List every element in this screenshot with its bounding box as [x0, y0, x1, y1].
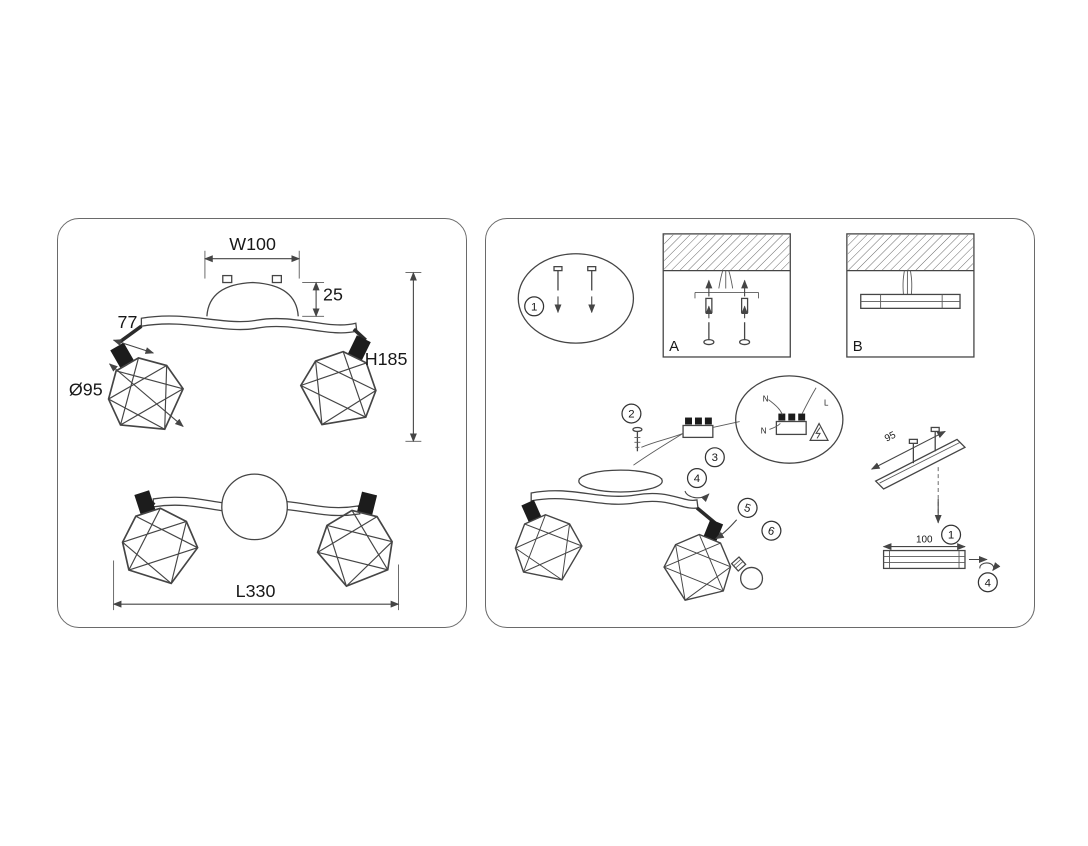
screw-icon	[930, 426, 940, 452]
fasteners-bubble: 1	[517, 253, 635, 344]
terminal-block	[682, 417, 714, 439]
step-2-number: 2	[628, 409, 634, 421]
fixture-bar-side	[140, 315, 358, 334]
mounting-detail: 95 1 100	[870, 426, 1001, 593]
rotate-arrow-icon	[684, 490, 710, 503]
dim-l330: L330	[112, 560, 400, 611]
dim-l330-label: L330	[236, 581, 276, 601]
mount-option-a-label: A	[669, 339, 679, 355]
wire-n	[768, 399, 783, 415]
screw-icon	[739, 305, 751, 346]
dim-w100-label: W100	[229, 234, 276, 254]
right-shade-cage-icon	[654, 509, 748, 613]
right-shade-cage-bottom-icon	[310, 483, 406, 596]
dimensions-panel: W100 25	[57, 218, 467, 628]
mount-option-b-box: B	[846, 233, 975, 358]
dim-95-label: 95	[883, 430, 898, 445]
screw-icon	[703, 305, 715, 346]
screw-icon	[632, 426, 643, 452]
bottom-view: L330	[106, 473, 406, 611]
dim-h185: H185	[365, 271, 422, 443]
dim-77-label: 77	[118, 312, 138, 332]
canopy-side	[206, 274, 299, 317]
wiring-n-bottom-label: N	[761, 426, 767, 435]
wires	[718, 270, 734, 289]
warning-triangle-icon	[809, 422, 829, 441]
side-view: W100 25	[69, 234, 422, 449]
dim-25-label: 25	[323, 284, 343, 304]
wire-n2	[769, 423, 781, 430]
mounting-bracket	[694, 292, 759, 299]
detail-step-4-number: 4	[985, 577, 992, 589]
step-1-badge: 1	[524, 296, 545, 317]
detail-step-1-number: 1	[948, 530, 954, 542]
step-5-number: 5	[742, 502, 752, 515]
dim-100: 100	[882, 535, 966, 551]
canopy-assembly	[578, 433, 684, 493]
wiring-n-top-label: N	[763, 395, 769, 404]
wiring-l-label: L	[824, 399, 829, 408]
assembly-sequence: 2 3	[497, 375, 844, 613]
wire-l	[801, 387, 817, 414]
step-1-number: 1	[531, 301, 537, 313]
mount-option-b-label: B	[853, 339, 863, 355]
right-shade-cage-icon	[288, 322, 398, 442]
cross-bar	[882, 549, 966, 570]
wire	[641, 433, 684, 448]
ceiling-hatch	[847, 234, 973, 271]
canopy-bottom	[221, 473, 288, 541]
dim-100-label: 100	[916, 535, 933, 546]
step-4-number: 4	[694, 473, 701, 485]
step-3-number: 3	[712, 452, 718, 464]
detail-step-1-badge: 1	[941, 524, 962, 545]
rotate-arrow-icon	[979, 562, 1001, 572]
wires	[902, 270, 913, 295]
left-shade-cage-icon	[497, 488, 592, 594]
screw-icon	[587, 266, 597, 314]
wire	[633, 433, 684, 466]
dimensions-drawing: W100 25	[69, 234, 422, 611]
wiring-detail-bubble: N L N	[735, 375, 844, 464]
step-6-badge: 6	[761, 520, 782, 541]
bulb-icon	[730, 556, 764, 590]
right-head-arm	[352, 327, 367, 342]
screw-icon	[553, 266, 563, 314]
ceiling-hatch	[664, 234, 790, 271]
dim-25: 25	[302, 281, 343, 318]
dim-h185-label: H185	[365, 349, 408, 369]
step-5-badge: 5	[737, 497, 758, 518]
attach-shade-arrow-icon	[715, 519, 738, 540]
dim-77: 77	[112, 312, 155, 354]
mount-option-a-box: A	[662, 233, 791, 358]
fixture-bar	[530, 490, 699, 509]
step-4-badge: 4	[686, 468, 708, 489]
step-6-number: 6	[766, 525, 776, 538]
dim-dia95-label: Ø95	[69, 380, 103, 400]
step-2-badge: 2	[621, 403, 642, 424]
installation-panel: 1	[485, 218, 1035, 628]
detail-step-4-badge: 4	[977, 572, 998, 593]
dim-dia95: Ø95	[69, 363, 184, 428]
installation-drawing: 1	[497, 233, 1001, 613]
dim-w100: W100	[204, 234, 301, 279]
dim-95: 95	[870, 430, 946, 470]
step-3-badge: 3	[704, 447, 725, 468]
